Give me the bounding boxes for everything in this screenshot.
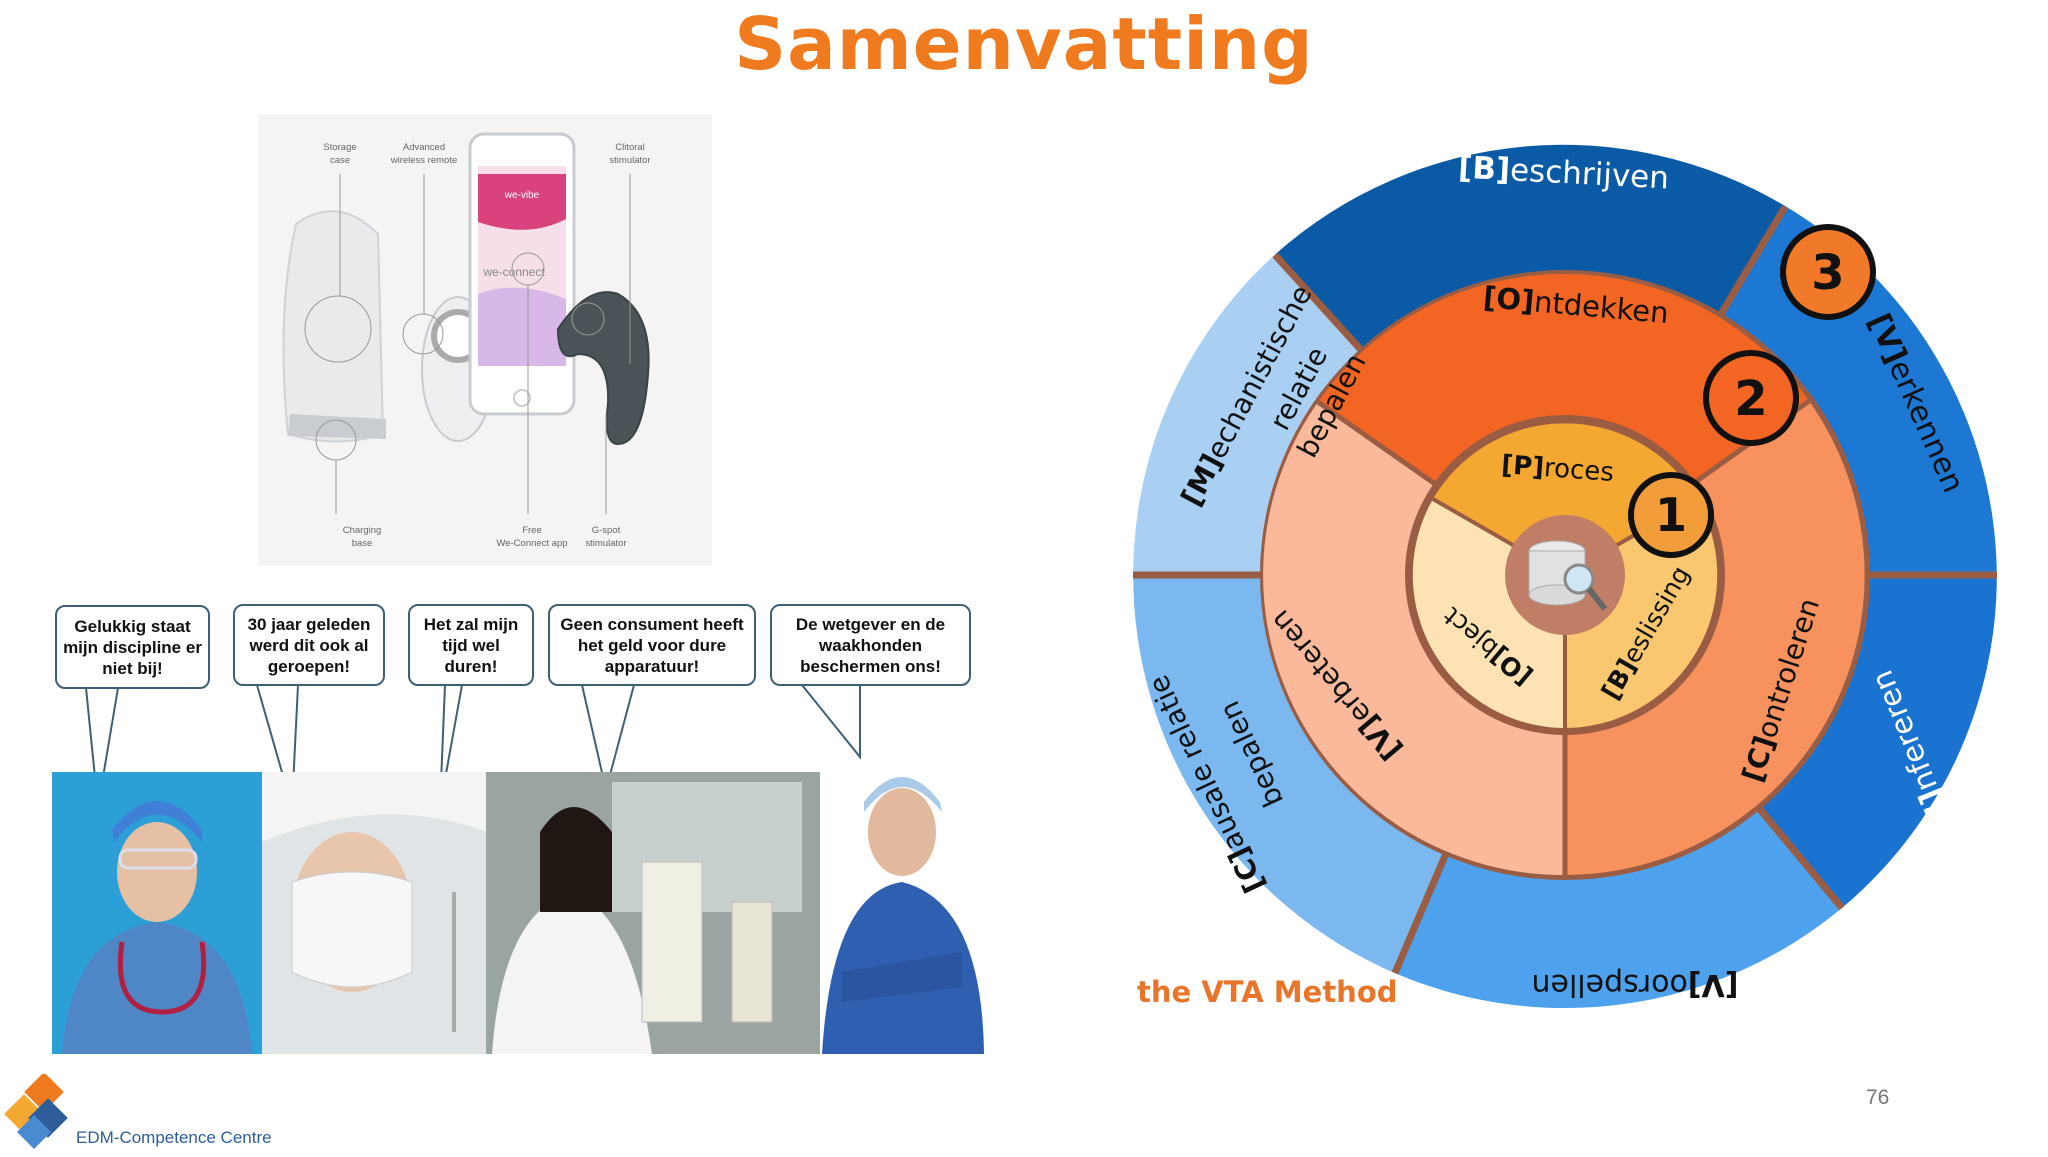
vta-method-label: the VTA Method [1137,975,1398,1009]
badge-2: 2 [1703,350,1799,446]
label-storage-case-1: Storage [323,142,356,153]
speech-bubble-1: Gelukkig staat mijn discipline er niet b… [55,605,210,689]
product-image: we-vibe we-connect Storage case Advanced… [258,114,712,566]
photo-nurse [52,772,262,1054]
phone-app-name: we-connect [482,265,545,279]
logo-text: EDM-Competence Centre [76,1128,272,1147]
edm-logo [0,1072,80,1152]
label-charging-2: base [352,538,373,549]
label-app-2: We-Connect app [496,538,567,549]
sector-proces [1433,423,1697,575]
vta-wheel-diagram: [B]eschrijven [V]erkennen [I]nfereren [V… [1130,140,2000,1010]
photo-strip [52,772,984,1054]
svg-text:2: 2 [1734,371,1767,427]
label-clitoral-1: Clitoral [615,142,645,153]
database-search-icon [1528,540,1608,611]
photo-surgeon [262,772,486,1054]
label-storage-case-2: case [330,155,350,166]
label-voorspellen: [V]oorspellen [1532,967,1739,1002]
svg-text:3: 3 [1811,245,1844,301]
speech-bubble-2: 30 jaar geleden werd dit ook al geroepen… [233,604,385,686]
label-proces: [P]roces [1500,450,1615,488]
page-number: 76 [1866,1086,1890,1109]
label-beschrijven: [B]eschrijven [1457,150,1670,197]
label-gspot-2: stimulator [585,538,626,549]
label-remote-1: Advanced [403,142,445,153]
label-charging-1: Charging [343,525,382,536]
photo-doctor [820,772,984,1054]
speech-bubble-4: Geen consument heeft het geld voor dure … [548,604,756,686]
sector-verbeteren [1263,402,1565,876]
label-remote-2: wireless remote [390,155,458,166]
svg-text:1: 1 [1655,488,1687,542]
badge-3: 3 [1780,224,1876,320]
badge-1: 1 [1628,472,1714,558]
speech-bubble-5: De wetgever en de waakhonden beschermen … [770,604,971,686]
photo-lab [486,772,820,1054]
slide-title: Samenvatting [734,2,1314,86]
label-clitoral-2: stimulator [609,155,650,166]
label-ontdekken: [O]ntdekken [1482,280,1670,330]
label-app-1: Free [522,525,542,536]
speech-bubble-3: Het zal mijn tijd wel duren! [408,604,534,686]
phone-brand: we-vibe [504,190,540,201]
label-gspot-1: G-spot [592,525,621,536]
sector-controleren [1565,401,1865,875]
